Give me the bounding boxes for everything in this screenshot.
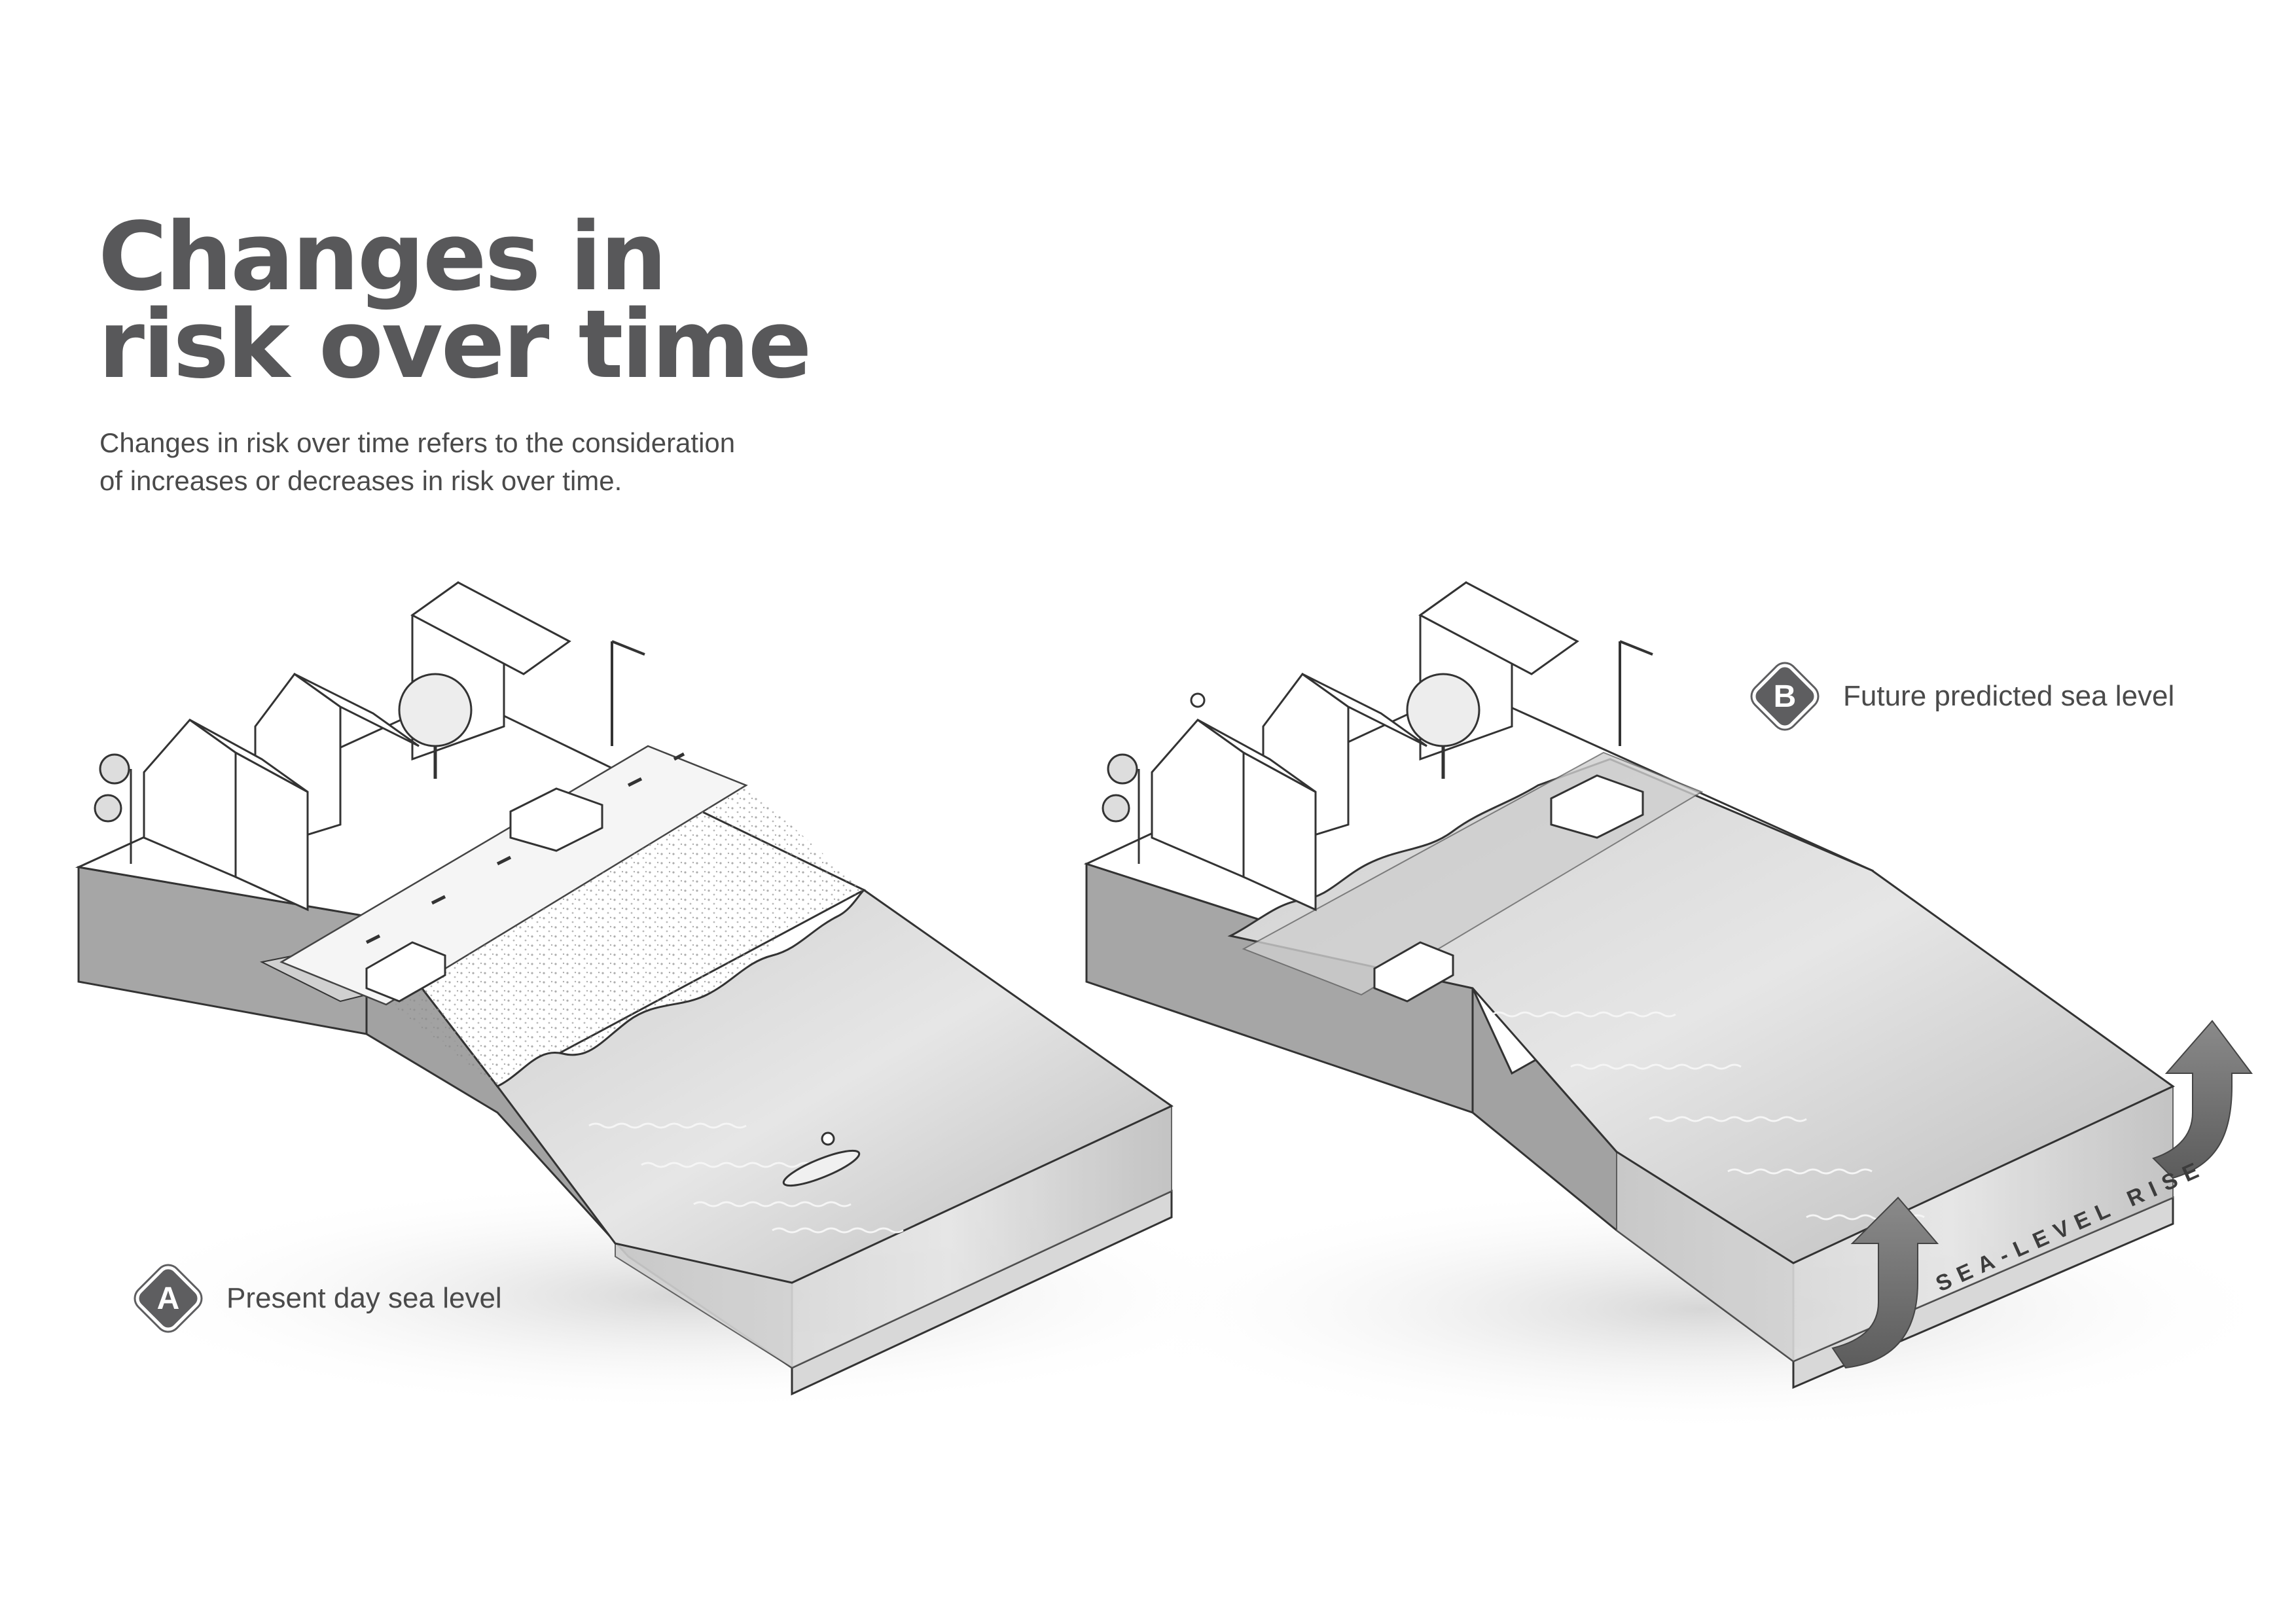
scene-a-car-front [365, 941, 446, 1003]
badge-a: A [135, 1266, 201, 1331]
scene-a-ripples [588, 1122, 904, 1234]
scene-b-cars [1373, 774, 1644, 1003]
page-title: Changes in risk over time [98, 202, 812, 399]
scene-b-street-light [1619, 640, 1653, 746]
scene-a-house-front-roof [189, 719, 308, 793]
scene-b-diagram [1083, 581, 2291, 1433]
scene-a-house-middle-roof [294, 673, 420, 747]
scene-b-label-text: Future predicted sea level [1843, 680, 2175, 712]
scene-b-house-back-roof [1418, 581, 1579, 675]
description-line-1: Changes in risk over time refers to the … [99, 427, 736, 458]
description-line-2: of increases or decreases in risk over t… [99, 465, 622, 496]
scene-a-label: A Present day sea level [135, 1266, 502, 1331]
scene-a-palm-tree [94, 753, 132, 864]
description: Changes in risk over time refers to the … [99, 424, 735, 500]
scene-b-house-middle-roof [1302, 673, 1427, 747]
scene-b-person-on-roof [1190, 692, 1206, 708]
scene-b-palm-tree [1102, 753, 1140, 864]
badge-a-letter: A [156, 1281, 180, 1316]
scene-a-kayak [782, 1149, 861, 1187]
scene-b-label: B Future predicted sea level [1752, 664, 2175, 729]
scene-b-tree [1406, 673, 1480, 747]
scene-a-cars [365, 787, 603, 1003]
scene-a-label-text: Present day sea level [226, 1282, 502, 1314]
scene-b-car-front [1373, 941, 1454, 1003]
scene-a-car-back [509, 787, 603, 852]
scene-a-street-light [611, 640, 645, 746]
scene-a-kayaker [821, 1132, 835, 1146]
scene-a-houses [143, 581, 571, 912]
scene-b-car-back [1550, 774, 1644, 839]
title-line-1: Changes in [98, 202, 667, 312]
scene-b-house-front-roof [1197, 719, 1316, 793]
scene-a-water-surface [495, 889, 1174, 1284]
scene-a-beach [386, 785, 864, 1086]
sea-level-rise-arrow-front [1831, 1196, 1939, 1369]
title-line-2: risk over time [98, 289, 812, 399]
badge-b-letter: B [1773, 679, 1797, 714]
scene-a-house-back-roof [410, 581, 571, 675]
badge-b: B [1752, 664, 1818, 729]
scene-a-diagram [75, 581, 1276, 1414]
sea-level-rise-arrow-back [2152, 1020, 2253, 1179]
scene-a-tree [398, 673, 473, 747]
scene-b-ripples [1492, 1011, 1925, 1221]
